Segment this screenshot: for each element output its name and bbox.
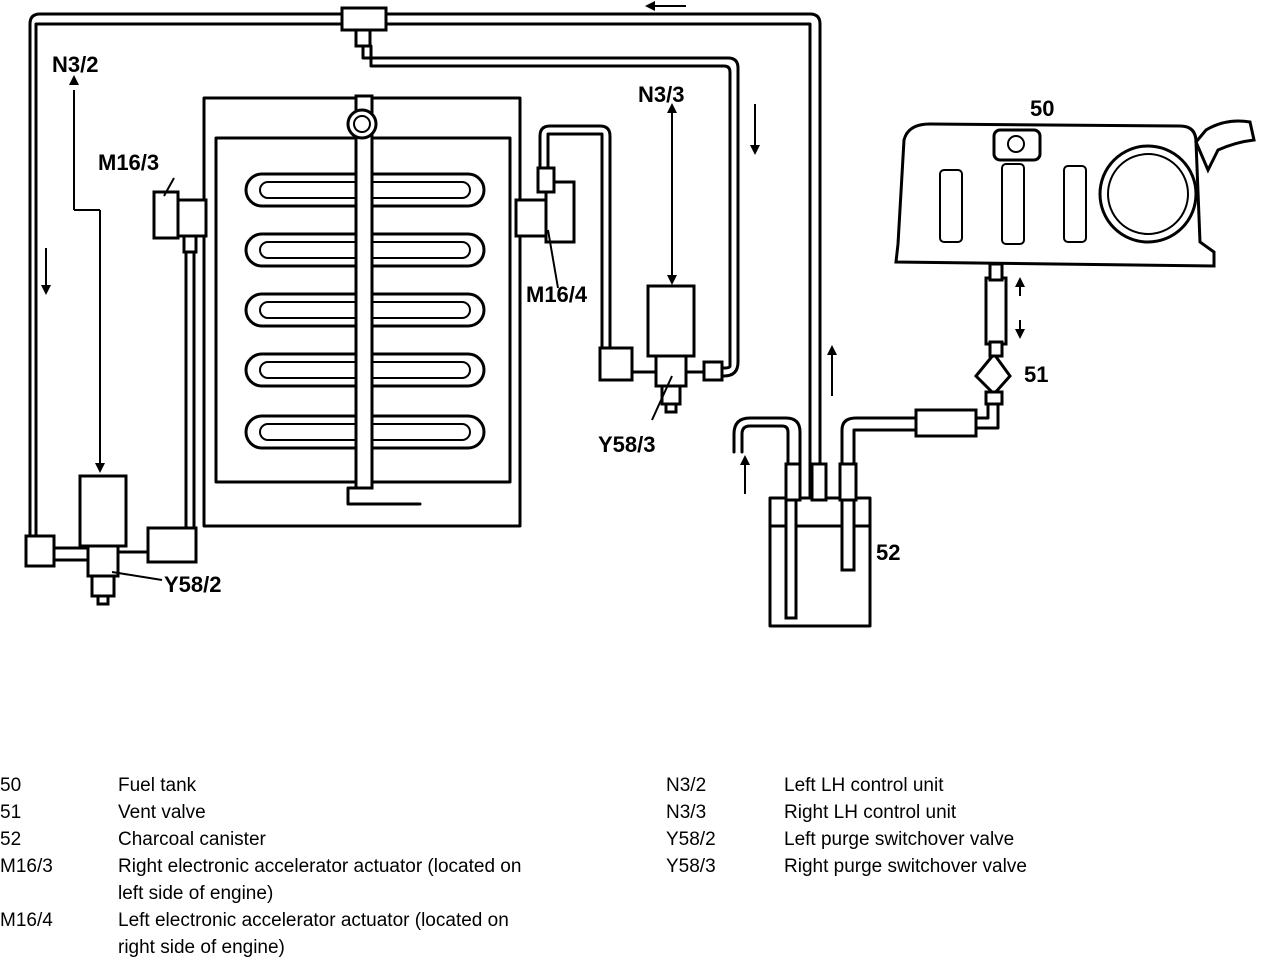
leader-lines [69, 75, 677, 473]
charcoal-canister [732, 398, 1000, 628]
legend-row: 51 Vent valve [0, 799, 640, 826]
legend-code: M16/4 [0, 910, 53, 931]
purge-valve-y58-2 [24, 474, 198, 606]
legend-desc: Right LH control unit [784, 802, 957, 823]
legend-code: M16/3 [0, 856, 53, 877]
legend-row: M16/3 Right electronic accelerator actua… [0, 853, 640, 907]
label-50: 50 [1030, 96, 1054, 121]
legend-row: Y58/2 Left purge switchover valve [666, 826, 1226, 853]
legend-desc: Left electronic accelerator actuator (lo… [118, 910, 509, 958]
legend-desc: Charcoal canister [118, 829, 266, 850]
legend-code: N3/2 [666, 775, 707, 796]
legend-row: Y58/3 Right purge switchover valve [666, 853, 1226, 880]
intake-manifold [152, 94, 612, 542]
legend-right: N3/2 Left LH control unit N3/3 Right LH … [666, 772, 1226, 880]
vent-valve [973, 262, 1012, 406]
legend-code: 50 [0, 775, 22, 796]
purge-lines [28, 6, 822, 552]
legend-code: Y58/3 [666, 856, 716, 877]
legend-desc: Fuel tank [118, 775, 197, 796]
legend-code: 51 [0, 802, 22, 823]
legend-desc: Left LH control unit [784, 775, 944, 796]
legend-code: 52 [0, 829, 22, 850]
legend-desc: Left purge switchover valve [784, 829, 1015, 850]
legend-code: N3/3 [666, 802, 707, 823]
component-labels: N3/2 M16/3 M16/4 N3/3 Y58/3 Y58/2 50 51 … [52, 52, 1054, 597]
label-n3-3: N3/3 [638, 82, 684, 107]
label-y58-2: Y58/2 [164, 572, 222, 597]
legend-row: N3/3 Right LH control unit [666, 799, 1226, 826]
flow-arrows [41, 1, 1025, 494]
legend-row: 50 Fuel tank [0, 772, 640, 799]
legend-desc: Right electronic accelerator actuator (l… [118, 856, 522, 904]
legend-row: 52 Charcoal canister [0, 826, 640, 853]
legend-row: N3/2 Left LH control unit [666, 772, 1226, 799]
label-n3-2: N3/2 [52, 52, 98, 77]
legend-row: M16/4 Left electronic accelerator actuat… [0, 907, 640, 961]
label-y58-3: Y58/3 [598, 432, 656, 457]
legend-desc: Vent valve [118, 802, 206, 823]
label-51: 51 [1024, 362, 1048, 387]
legend-desc: Right purge switchover valve [784, 856, 1027, 877]
legend-left: 50 Fuel tank 51 Vent valve 52 Charcoal c… [0, 772, 640, 961]
label-m16-4: M16/4 [526, 282, 588, 307]
fuel-tank [894, 119, 1256, 268]
legend-code: Y58/2 [666, 829, 716, 850]
label-m16-3: M16/3 [98, 150, 159, 175]
label-52: 52 [876, 540, 900, 565]
purge-valve-y58-3 [598, 284, 724, 421]
